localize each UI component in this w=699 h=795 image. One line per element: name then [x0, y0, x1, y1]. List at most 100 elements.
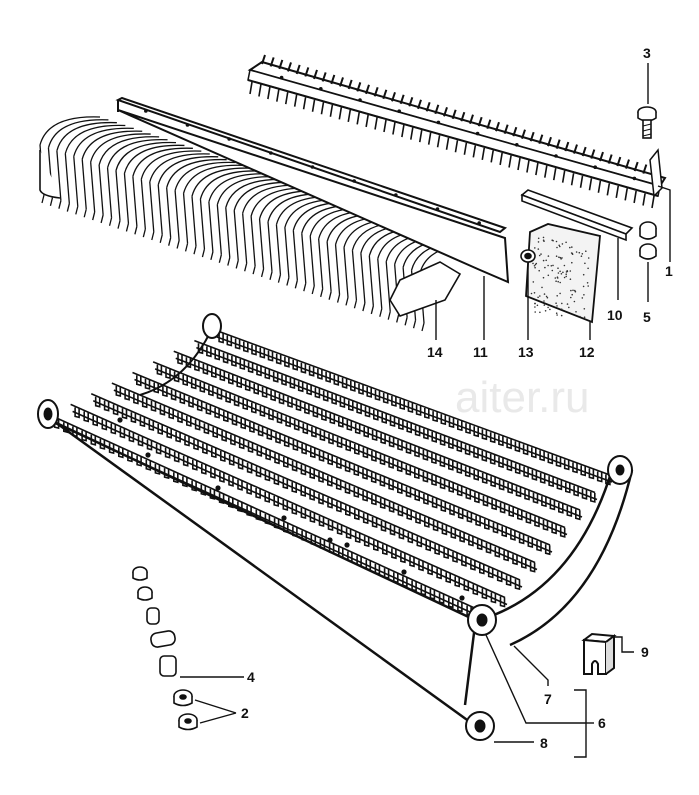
- grate-hole: [269, 151, 273, 155]
- plate-speckle: [561, 243, 564, 245]
- concave-slot: [309, 468, 315, 480]
- concave-slot: [481, 588, 488, 600]
- concave-slot: [202, 363, 209, 375]
- concave-slot: [92, 415, 98, 427]
- plate-speckle: [530, 292, 533, 295]
- concave-slot: [575, 509, 581, 521]
- grate-finger-tip: [311, 285, 315, 295]
- concave-slot: [345, 440, 351, 452]
- concave-slot: [406, 422, 412, 434]
- concave-slot: [353, 486, 360, 498]
- concave-slot: [133, 393, 139, 405]
- concave-slot: [432, 520, 439, 532]
- concave-slot: [278, 393, 285, 405]
- concave-slot: [295, 400, 302, 412]
- concave-slot: [259, 406, 266, 418]
- concave-slot: [336, 458, 342, 470]
- plate-speckle: [556, 246, 558, 249]
- plate-speckle: [536, 304, 539, 307]
- concave-slot: [103, 400, 110, 412]
- concave-slot: [541, 496, 547, 508]
- concave-slot: [389, 416, 396, 428]
- comb-tooth: [642, 193, 646, 206]
- concave-slot: [256, 365, 262, 377]
- comb-tooth: [573, 144, 578, 154]
- concave-slot: [192, 459, 198, 471]
- concave-slot: [439, 478, 446, 490]
- concave-bar: [90, 393, 521, 581]
- concave-slot: [300, 362, 307, 374]
- grate-finger-tip: [370, 305, 374, 315]
- concave-slot: [407, 532, 414, 544]
- concave-slot: [492, 522, 499, 534]
- grate-finger: [191, 167, 253, 197]
- concave-slot: [503, 550, 509, 562]
- plate-speckle: [559, 270, 561, 273]
- concave-slot: [273, 495, 279, 507]
- comb-tooth: [276, 89, 280, 102]
- concave-slot: [506, 438, 512, 450]
- grate-finger-tip: [385, 261, 391, 312]
- concave-slot: [237, 479, 243, 491]
- comb-tooth: [642, 164, 648, 174]
- concave-slot: [266, 429, 273, 441]
- comb-tooth: [365, 84, 370, 95]
- comb-tooth: [454, 140, 459, 153]
- concave-slot: [219, 471, 225, 483]
- comb-tooth: [460, 111, 466, 122]
- comb-tooth: [529, 131, 535, 142]
- concave-slot: [318, 471, 324, 483]
- concave-slot: [425, 540, 431, 552]
- concave-slot: [431, 475, 437, 487]
- concave-slot: [566, 506, 573, 518]
- plate-speckle: [566, 303, 569, 305]
- grate-finger: [106, 139, 168, 168]
- concave-slot: [318, 493, 324, 505]
- concave-slot: [196, 400, 203, 412]
- concave-slot: [475, 515, 481, 527]
- concave-slot: [590, 491, 596, 503]
- concave-slot: [275, 353, 282, 365]
- grate-finger: [64, 124, 126, 154]
- concave-slot: [110, 423, 117, 435]
- plate-speckle: [546, 296, 549, 299]
- concave-slot: [214, 349, 220, 361]
- concave-slot: [539, 472, 546, 484]
- concave-slot: [327, 520, 334, 532]
- concave-slot: [489, 432, 496, 444]
- concave-slot: [208, 385, 214, 397]
- grate-finger-tip: [49, 197, 54, 207]
- concave-slot: [465, 488, 472, 500]
- concave-slot: [423, 428, 429, 440]
- comb-tooth: [477, 116, 483, 127]
- concave-slot: [223, 411, 229, 423]
- callout-10: 10: [607, 307, 623, 323]
- grate-finger-tip: [277, 274, 282, 283]
- comb-tooth: [304, 67, 310, 77]
- comb-hole: [515, 143, 519, 147]
- plate-speckle: [583, 316, 586, 319]
- concave-slot: [199, 381, 206, 393]
- concave-slot: [338, 416, 344, 428]
- comb-tooth: [499, 152, 503, 166]
- concave-slot: [399, 399, 405, 411]
- grate-finger-tip: [351, 250, 358, 301]
- concave-slot: [418, 560, 424, 572]
- concave-slot: [309, 512, 316, 524]
- concave-slot: [448, 459, 454, 471]
- concave-slot: [356, 403, 362, 415]
- concave-slot: [527, 537, 534, 549]
- comb-tooth: [399, 94, 405, 105]
- comb-tooth: [436, 135, 441, 148]
- plate-speckle: [543, 293, 546, 295]
- plate-speckle: [557, 267, 559, 270]
- grate-hole: [310, 165, 315, 169]
- grate-finger-tip: [387, 311, 391, 320]
- concave-slot: [415, 513, 421, 525]
- plate-speckle: [533, 265, 536, 267]
- callout-14: 14: [427, 344, 443, 360]
- grate-finger-tip: [64, 153, 70, 204]
- concave-slot: [449, 504, 455, 516]
- concave-slot: [481, 450, 488, 462]
- clip-part: [581, 632, 617, 675]
